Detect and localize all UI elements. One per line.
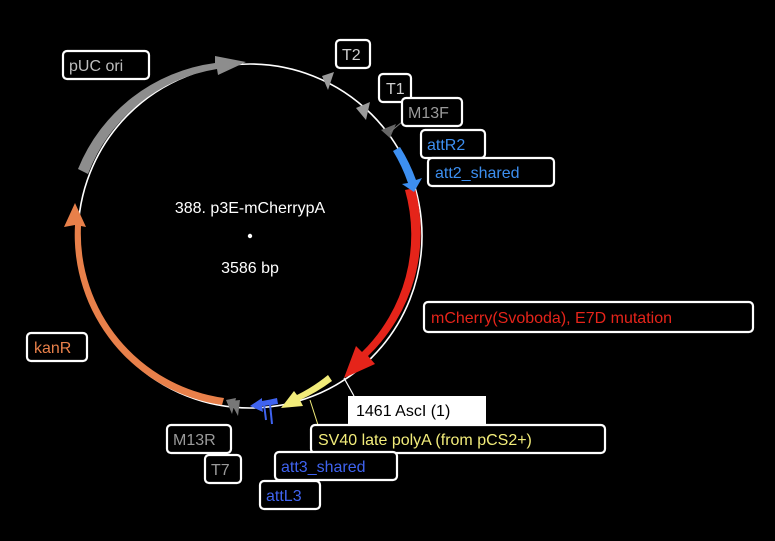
label-t2-text: T2 — [342, 47, 361, 64]
m13f-marker[interactable] — [381, 124, 396, 138]
label-puc-ori[interactable]: pUC ori — [61, 49, 151, 81]
center-dot — [247, 233, 253, 239]
label-t2[interactable]: T2 — [334, 38, 372, 70]
t7-marker[interactable] — [230, 400, 240, 416]
label-attR2[interactable]: attR2 — [419, 128, 487, 160]
label-sv40[interactable]: SV40 late polyA (from pCS2+) — [309, 423, 607, 455]
label-ascI[interactable]: 1461 AscI (1) — [348, 396, 486, 424]
mcherry-arc[interactable] — [344, 188, 421, 378]
label-ascI-text: 1461 AscI (1) — [356, 403, 450, 420]
kanR-arc[interactable] — [64, 203, 224, 405]
label-attL3-text: attL3 — [266, 488, 302, 505]
plasmid-name: 388. p3E-mCherrypA — [175, 200, 326, 217]
t1-marker[interactable] — [356, 102, 370, 120]
label-kanR-text: kanR — [34, 340, 71, 357]
label-mcherry-text: mCherry(Svoboda), E7D mutation — [431, 310, 672, 327]
label-t7[interactable]: T7 — [203, 453, 243, 485]
label-m13f[interactable]: M13F — [400, 96, 464, 128]
label-puc-ori-text: pUC ori — [69, 58, 123, 75]
puc-ori-arc[interactable] — [78, 56, 246, 174]
label-attR2-text: attR2 — [427, 137, 465, 154]
label-mcherry[interactable]: mCherry(Svoboda), E7D mutation — [422, 300, 755, 334]
label-t1-text: T1 — [386, 81, 405, 98]
attL3-tick — [263, 403, 267, 421]
label-att3-shared-text: att3_shared — [281, 459, 366, 476]
sv40-arc[interactable] — [281, 375, 332, 408]
label-attL3[interactable]: attL3 — [258, 479, 322, 511]
att3-shared-tick — [269, 403, 273, 425]
label-att3-shared[interactable]: att3_shared — [273, 450, 399, 482]
plasmid-length: 3586 bp — [221, 260, 279, 277]
sv40-connector — [309, 399, 319, 426]
label-kanR[interactable]: kanR — [25, 331, 89, 363]
label-t7-text: T7 — [211, 462, 230, 479]
ascI-site-tick — [343, 377, 355, 397]
label-m13f-text: M13F — [408, 105, 449, 122]
label-sv40-text: SV40 late polyA (from pCS2+) — [318, 432, 532, 449]
label-t1[interactable]: T1 — [377, 72, 413, 104]
label-m13r[interactable]: M13R — [165, 423, 233, 455]
label-att2-shared-text: att2_shared — [435, 165, 520, 182]
t2-marker[interactable] — [322, 72, 334, 90]
m13f-connector — [389, 121, 403, 133]
attR2-arc[interactable] — [393, 147, 422, 192]
label-m13r-text: M13R — [173, 432, 216, 449]
label-att2-shared[interactable]: att2_shared — [426, 156, 556, 188]
